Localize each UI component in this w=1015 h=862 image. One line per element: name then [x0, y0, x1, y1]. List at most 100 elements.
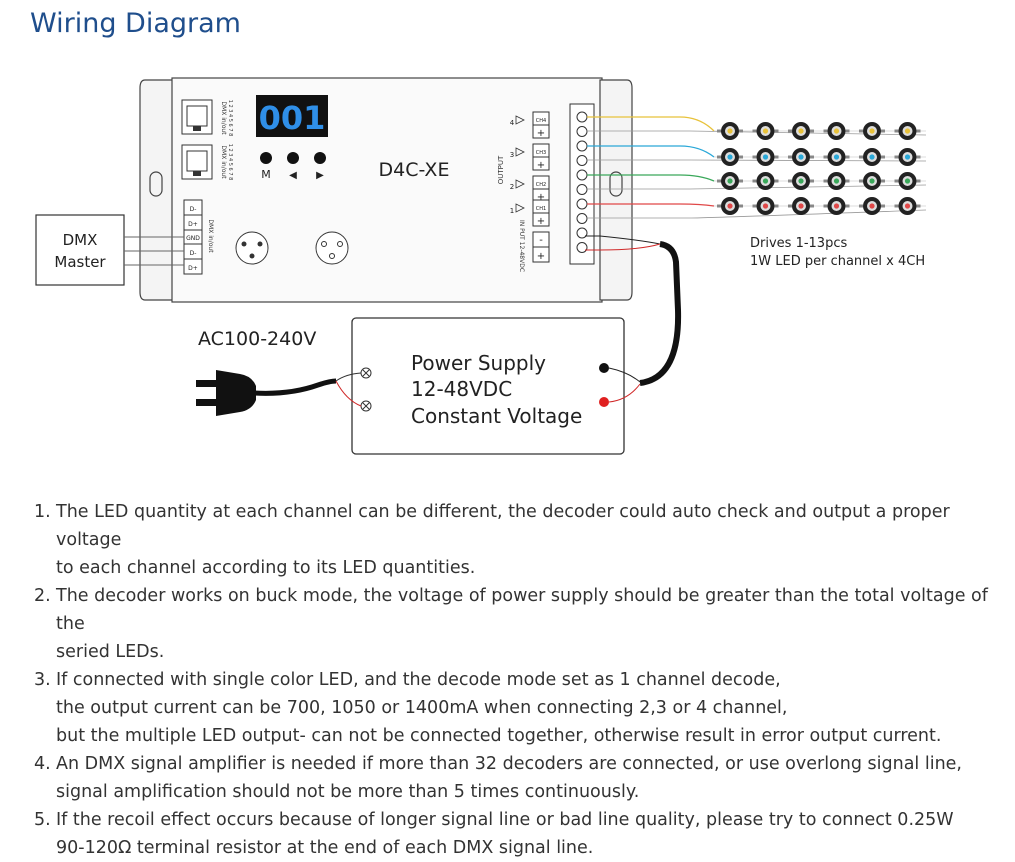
rj45-port-in	[181, 99, 213, 135]
display-value: 001	[259, 99, 326, 137]
led-icon	[823, 148, 850, 166]
led-icon	[823, 197, 850, 215]
led-icon	[752, 122, 779, 140]
dmx-port-out-label: DMX in/out	[220, 145, 227, 179]
led-note-line1: Drives 1-13pcs	[750, 236, 847, 251]
screw-terminal	[576, 184, 588, 195]
mount-slot-right	[609, 171, 623, 197]
ac-terminal-1	[360, 367, 372, 379]
ac-wires	[335, 372, 362, 407]
power-supply: Power Supply 12-48VDC Constant Voltage	[351, 317, 625, 455]
channel-terminal-label: CH3	[536, 150, 546, 156]
dmx-port-out-pins: 1 2 3 4 5 6 7 8	[227, 144, 233, 181]
led-icon	[859, 172, 885, 190]
led-icon	[788, 148, 814, 166]
dmx-terminal-2: GND	[186, 235, 200, 242]
led-icon	[823, 122, 850, 140]
led-symbol-icon	[515, 203, 525, 213]
rj45-port-out	[181, 144, 213, 180]
note-item: 3.If connected with single color LED, an…	[34, 666, 994, 750]
screw-terminal	[576, 169, 588, 181]
channel-number: 2	[510, 183, 514, 191]
screw-terminal	[576, 198, 588, 210]
input-terminal-block	[532, 231, 550, 263]
led-icon	[894, 197, 921, 215]
xlr-connector-male	[235, 231, 269, 265]
led-icon	[752, 148, 779, 166]
input-minus-label: -	[539, 235, 543, 246]
channel-number: 3	[510, 151, 514, 159]
power-supply-line1: Power Supply	[411, 351, 546, 375]
note-item: 4.An DMX signal amplifier is needed if m…	[34, 750, 994, 806]
dmx-terminal-1: D+	[188, 221, 198, 228]
led-icon	[859, 197, 885, 215]
note-text: If connected with single color LED, and …	[56, 670, 942, 746]
note-number: 3.	[34, 670, 51, 690]
dmx-terminal-0: D-	[190, 206, 197, 213]
note-item: 5.If the recoil effect occurs because of…	[34, 806, 994, 862]
power-supply-line3: Constant Voltage	[411, 404, 582, 428]
channel-terminal-label: CH2	[536, 182, 546, 188]
dmx-terminal-label: DMX in/out	[207, 219, 214, 253]
screw-terminal	[576, 242, 588, 253]
led-icon	[717, 172, 743, 190]
led-icon	[752, 197, 779, 215]
channel-number: 1	[510, 207, 514, 215]
channel-terminal-label: CH4	[536, 118, 546, 124]
led-icon	[717, 197, 743, 215]
led-icon	[894, 148, 921, 166]
channel-plus-label: +	[537, 160, 545, 171]
dmx-signal-wires	[124, 236, 184, 266]
output-wire	[587, 203, 715, 207]
dmx-master: DMX Master	[35, 214, 125, 286]
led-icon	[788, 122, 814, 140]
note-text: The decoder works on buck mode, the volt…	[56, 586, 988, 662]
dmx-terminal-3: D-	[190, 250, 197, 257]
notes-list: 1.The LED quantity at each channel can b…	[34, 498, 994, 862]
input-plus-label: +	[537, 251, 545, 262]
led-icon	[717, 122, 743, 140]
note-number: 5.	[34, 810, 51, 830]
led-icon	[823, 172, 850, 190]
output-channel-3: 3 CH3 +	[510, 143, 550, 171]
power-supply-line2: 12-48VDC	[411, 377, 512, 401]
right-button[interactable]	[314, 152, 326, 164]
dc-negative-terminal	[599, 363, 609, 373]
input-label: IN PUT 12-48VDC	[518, 220, 525, 272]
output-channel-2: 2 CH2 +	[510, 175, 550, 203]
led-icon	[717, 148, 743, 166]
note-item: 2.The decoder works on buck mode, the vo…	[34, 582, 994, 666]
wiring-diagram: DMX in/out 1 2 3 4 5 6 7 8 DMX in/out 1 …	[35, 77, 927, 455]
note-number: 1.	[34, 502, 51, 522]
screw-terminal	[576, 111, 588, 123]
note-number: 4.	[34, 754, 51, 774]
led-symbol-icon	[515, 179, 525, 189]
led-icon	[894, 122, 921, 140]
right-button-label: ▶	[316, 170, 324, 181]
led-icon	[752, 172, 779, 190]
led-icon	[788, 172, 814, 190]
left-button-label: ◀	[289, 170, 297, 181]
output-wire	[587, 174, 715, 182]
ac-input-label: AC100-240V	[198, 328, 316, 350]
output-wire	[587, 116, 715, 132]
ac-terminal-2	[360, 400, 372, 412]
led-array	[714, 122, 926, 215]
led-symbol-icon	[515, 115, 525, 125]
page-title: Wiring Diagram	[30, 8, 241, 39]
dc-cable	[585, 235, 682, 403]
note-text: The LED quantity at each channel can be …	[56, 502, 950, 578]
channel-number: 4	[510, 119, 515, 127]
dc-positive-terminal	[599, 397, 609, 407]
channel-plus-label: +	[537, 192, 545, 203]
note-number: 2.	[34, 586, 51, 606]
dmx-master-line1: DMX	[63, 231, 98, 249]
screw-terminal	[576, 155, 588, 166]
dmx-port-in-pins: 1 2 3 4 5 6 7 8	[227, 100, 233, 137]
left-button[interactable]	[287, 152, 299, 164]
model-name: D4C-XE	[379, 159, 450, 181]
controller-unit: DMX in/out 1 2 3 4 5 6 7 8 DMX in/out 1 …	[139, 77, 633, 303]
m-button[interactable]	[260, 152, 272, 164]
